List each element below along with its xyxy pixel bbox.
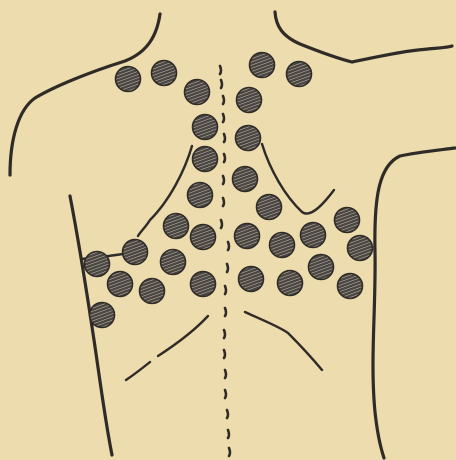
marker-dot xyxy=(85,252,110,277)
marker-dot xyxy=(164,214,189,239)
spine-dash xyxy=(224,350,225,358)
marker-dot xyxy=(108,272,133,297)
spine-dash xyxy=(220,66,221,74)
spine-dash xyxy=(221,220,222,228)
marker-dot xyxy=(116,67,141,92)
marker-dot xyxy=(301,223,326,248)
spine-dash xyxy=(223,176,224,184)
spine-dash xyxy=(225,308,226,316)
marker-dot xyxy=(191,225,216,250)
marker-dot xyxy=(257,195,282,220)
spine-dash xyxy=(225,370,226,378)
marker-dot xyxy=(235,224,260,249)
marker-dot xyxy=(193,115,218,140)
marker-dot xyxy=(140,279,165,304)
spine-dash xyxy=(223,96,224,104)
marker-dot xyxy=(237,88,262,113)
marker-dot xyxy=(123,240,148,265)
spine-dash xyxy=(224,134,225,142)
spine-dash xyxy=(224,330,225,338)
spine-dash xyxy=(223,198,224,206)
spine-dash xyxy=(228,430,229,438)
spine-dash xyxy=(229,448,230,456)
marker-dot xyxy=(278,271,303,296)
spine-dash xyxy=(227,264,228,272)
marker-dot xyxy=(239,267,264,292)
marker-dot xyxy=(233,167,258,192)
marker-dot xyxy=(191,272,216,297)
spine-dash xyxy=(224,154,225,162)
spine-dash xyxy=(228,242,229,250)
marker-dot xyxy=(193,147,218,172)
marker-dot xyxy=(152,61,177,86)
marker-dot xyxy=(90,303,115,328)
spine-dash xyxy=(225,286,226,294)
marker-dot xyxy=(335,208,360,233)
marker-dot xyxy=(161,250,186,275)
spine-dash xyxy=(223,114,224,122)
marker-dot xyxy=(338,274,363,299)
marker-dot xyxy=(236,126,261,151)
marker-dot xyxy=(250,53,275,78)
marker-dot xyxy=(270,233,295,258)
marker-dot xyxy=(348,236,373,261)
marker-dot xyxy=(309,255,334,280)
marker-dot xyxy=(287,62,312,87)
marker-dot xyxy=(188,183,213,208)
spine-dash xyxy=(227,410,228,418)
spine-dash xyxy=(221,80,222,88)
marker-dot xyxy=(185,80,210,105)
spine-dash xyxy=(225,390,226,398)
